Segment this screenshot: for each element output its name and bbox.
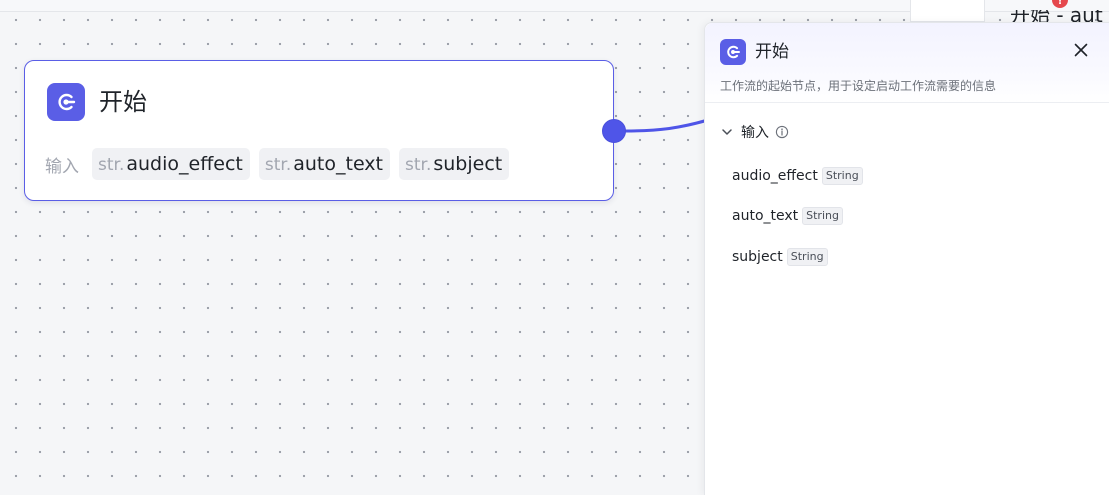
input-field-row: auto_text String (732, 206, 843, 226)
variable-chip[interactable]: str. audio_effect (92, 148, 250, 180)
close-icon (1074, 43, 1088, 57)
start-icon (720, 39, 746, 65)
field-name: subject (732, 249, 783, 265)
start-node[interactable]: 开始 输入 str. audio_effect str. auto_text s… (24, 60, 614, 201)
field-type-tag: String (802, 207, 843, 225)
variable-name: audio_effect (126, 153, 243, 175)
inputs-label: 输入 (45, 156, 79, 177)
background-tab[interactable] (910, 0, 985, 22)
close-button[interactable] (1071, 40, 1091, 60)
variable-type: str. (264, 155, 292, 175)
node-inputs: 输入 str. audio_effect str. auto_text str.… (45, 147, 510, 181)
node-config-panel: 开始 工作流的起始节点，用于设定启动工作流需要的信息 输入 (704, 22, 1109, 495)
output-port[interactable] (602, 119, 626, 143)
field-name: audio_effect (732, 168, 818, 184)
variable-type: str. (98, 155, 125, 175)
variable-type: str. (405, 155, 432, 175)
start-icon (47, 83, 85, 121)
variable-chip[interactable]: str. subject (399, 148, 510, 180)
panel-header: 开始 工作流的起始节点，用于设定启动工作流需要的信息 (705, 23, 1109, 103)
inputs-section-toggle[interactable]: 输入 (721, 122, 789, 142)
info-icon[interactable] (775, 125, 789, 139)
error-badge: ! (1052, 0, 1068, 8)
section-label: 输入 (741, 125, 769, 141)
panel-description: 工作流的起始节点，用于设定启动工作流需要的信息 (720, 79, 997, 93)
field-type-tag: String (821, 167, 863, 185)
chevron-down-icon (722, 129, 732, 135)
input-field-row: audio_effect String (732, 166, 863, 186)
node-title: 开始 (99, 88, 147, 116)
top-toolbar-edge (0, 0, 1109, 12)
panel-title: 开始 (755, 42, 789, 62)
variable-name: auto_text (293, 153, 383, 175)
variable-name: subject (433, 153, 503, 175)
field-name: auto_text (732, 208, 799, 224)
variable-chip[interactable]: str. auto_text (258, 148, 390, 180)
field-type-tag: String (786, 248, 828, 266)
input-field-row: subject String (732, 247, 828, 267)
